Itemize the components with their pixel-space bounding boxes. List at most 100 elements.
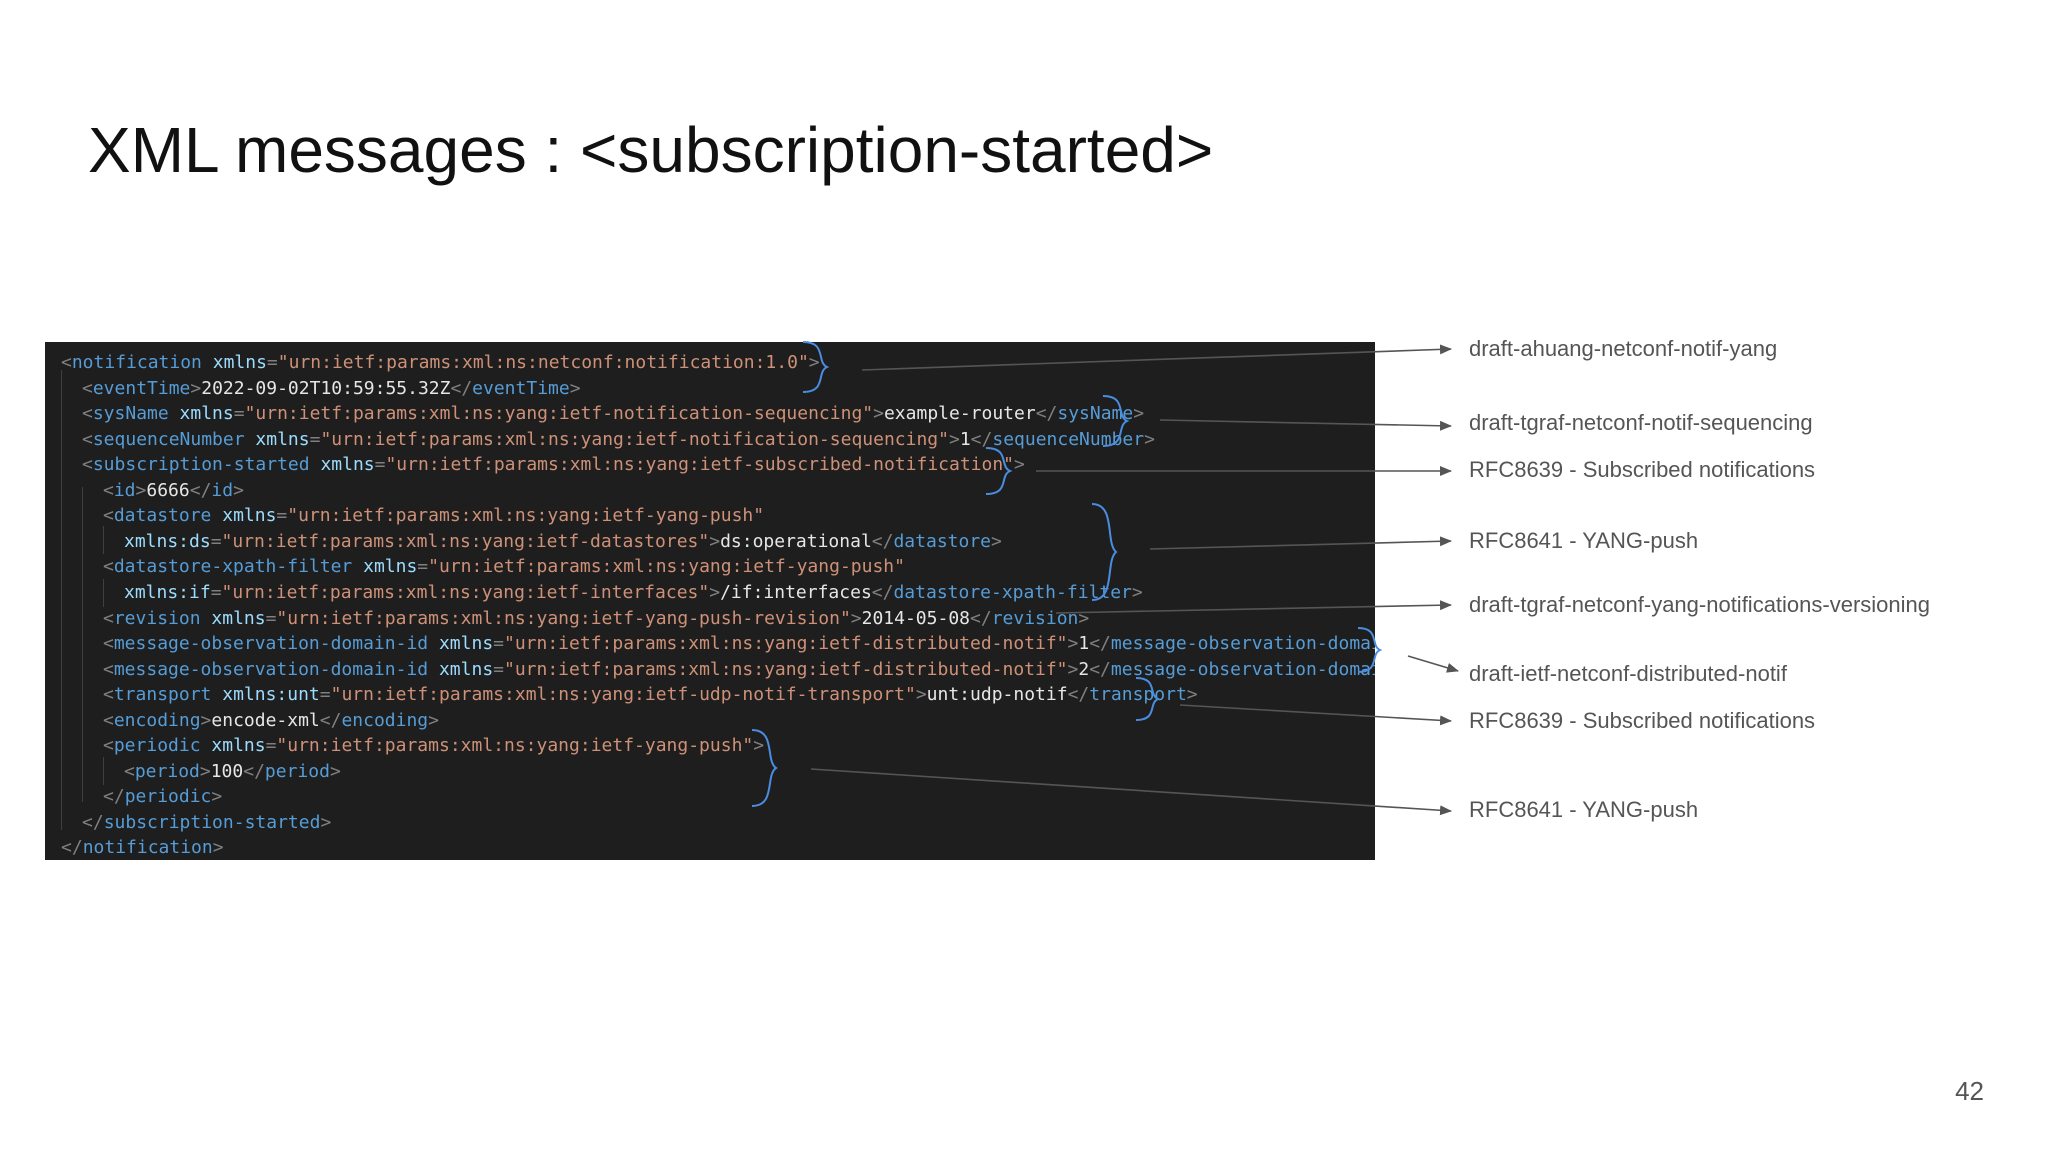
code-line: <transport xmlns:unt="urn:ietf:params:xm… [103,682,1198,708]
xml-punctuation: > [135,479,147,501]
xml-attribute-value: "urn:ietf:params:xml:ns:yang:ietf-yang-p… [276,735,754,757]
annotation-label-distributed-notif: draft-ietf-netconf-distributed-notif [1469,661,1787,686]
annotation-label-tgraf-versioning: draft-tgraf-netconf-yang-notifications-v… [1469,592,1931,617]
code-line: </subscription-started> [82,810,331,836]
xml-punctuation: < [103,658,114,680]
xml-attribute-value: "urn:ietf:params:xml:ns:yang:ietf-subscr… [385,454,1015,476]
xml-punctuation: </ [82,811,104,833]
xml-text-value: 6666 [146,479,190,501]
xml-punctuation: > [200,709,212,731]
xml-punctuation: > [915,684,927,706]
xml-tag-name: datastore [893,530,992,552]
xml-attribute-value: "urn:ietf:params:xml:ns:yang:ietf-yang-p… [287,505,765,527]
xml-attribute-name: xmlns [363,556,418,578]
xml-punctuation: < [103,633,114,655]
indent-guide [103,579,104,607]
xml-attribute-value: "urn:ietf:params:xml:ns:yang:ietf-yang-p… [428,556,905,578]
xml-attribute-name: xmlns [320,454,375,476]
indent-guide [103,757,104,785]
xml-punctuation: < [103,735,114,757]
code-line: <periodic xmlns="urn:ietf:params:xml:ns:… [103,733,764,759]
xml-tag-name: message-observation-domain-id [1110,633,1375,655]
xml-text-value: unt:udp-notif [926,684,1068,706]
xml-attribute-value: "urn:ietf:params:xml:ns:yang:ietf-notifi… [244,403,874,425]
xml-attribute-value: "urn:ietf:params:xml:ns:yang:ietf-notifi… [320,428,949,450]
xml-tag-name: revision [113,607,201,629]
code-line: <sysName xmlns="urn:ietf:params:xml:ns:y… [82,401,1144,427]
xml-tag-name: periodic [124,786,212,808]
code-line: xmlns:if="urn:ietf:params:xml:ns:yang:ie… [124,580,1143,606]
xml-punctuation: </ [1067,684,1090,706]
indent-guide [82,487,83,802]
xml-tag-name: sequenceNumber [992,428,1145,450]
xml-tag-name: sysName [92,403,169,425]
xml-punctuation: > [1067,633,1079,655]
xml-text-value [245,429,256,450]
xml-punctuation: = [276,505,288,527]
xml-punctuation: > [948,428,960,450]
xml-punctuation: > [211,786,223,808]
xml-punctuation: > [569,377,581,399]
code-line: <period>100</period> [124,759,341,785]
xml-attribute-name: xmlns:if [124,581,211,603]
xml-punctuation: < [103,684,114,706]
xml-punctuation: </ [970,607,992,629]
code-line: <subscription-started xmlns="urn:ietf:pa… [82,452,1025,478]
xml-tag-name: eventTime [92,377,191,399]
xml-attribute-name: xmlns:unt [222,684,320,706]
xml-punctuation: > [873,403,884,425]
xml-punctuation: </ [319,709,342,731]
xml-punctuation: = [493,658,504,680]
xml-tag-name: sequenceNumber [92,428,245,450]
code-line: </periodic> [103,784,222,810]
xml-tag-name: transport [113,684,212,706]
xml-punctuation: = [309,428,321,450]
xml-punctuation: < [103,556,114,578]
xml-punctuation: > [1186,684,1198,706]
xml-attribute-name: xmlns:ds [124,530,211,552]
xml-punctuation: = [210,581,222,603]
xml-tag-name: message-observation-domain-id [113,658,429,680]
xml-text-value [211,684,222,705]
xml-tag-name: datastore [113,505,212,527]
xml-text-value [428,633,439,654]
xml-punctuation: > [1144,428,1155,450]
xml-punctuation: > [1131,581,1143,603]
page-number: 42 [1955,1076,1984,1106]
xml-tag-name: period [264,760,330,782]
xml-attribute-name: xmlns [438,633,494,655]
xml-code-panel: <notification xmlns="urn:ietf:params:xml… [45,342,1375,860]
xml-attribute-name: xmlns [212,352,267,373]
xml-punctuation: = [233,403,245,425]
code-line: <encoding>encode-xml</encoding> [103,708,439,734]
xml-attribute-name: xmlns [438,658,494,680]
xml-punctuation: </ [61,837,83,859]
xml-tag-name: period [134,760,200,782]
xml-text-value: 2014-05-08 [861,607,970,629]
code-line: <eventTime>2022-09-02T10:59:55.32Z</even… [82,376,581,402]
xml-punctuation: < [103,505,114,527]
indent-guide [103,526,104,554]
xml-text-value: 2022-09-02T10:59:55.32Z [201,377,451,399]
xml-punctuation: > [212,837,224,859]
annotation-label-rfc8641: RFC8641 - YANG-push [1469,797,1699,822]
xml-punctuation: </ [103,786,125,808]
xml-punctuation: > [709,530,721,552]
xml-punctuation: > [1067,658,1079,680]
annotation-label-rfc8639: RFC8639 - Subscribed notifications [1469,708,1816,733]
xml-attribute-name: xmlns [255,428,310,450]
xml-punctuation: </ [871,581,894,603]
annotation-label-tgraf-sequencing: draft-tgraf-netconf-notif-sequencing [1469,410,1813,435]
xml-tag-name: encoding [341,709,429,731]
xml-text-value [201,608,212,629]
xml-punctuation: > [753,735,765,757]
xml-punctuation: > [808,352,820,373]
xml-text-value: 1 [1078,633,1090,655]
xml-text-value: 1 [959,428,971,450]
xml-punctuation: < [61,352,72,373]
xml-punctuation: < [82,377,93,399]
xml-tag-name: subscription-started [92,454,310,476]
code-line: <notification xmlns="urn:ietf:params:xml… [61,350,820,376]
xml-tag-name: message-observation-domain-id [1110,658,1375,680]
